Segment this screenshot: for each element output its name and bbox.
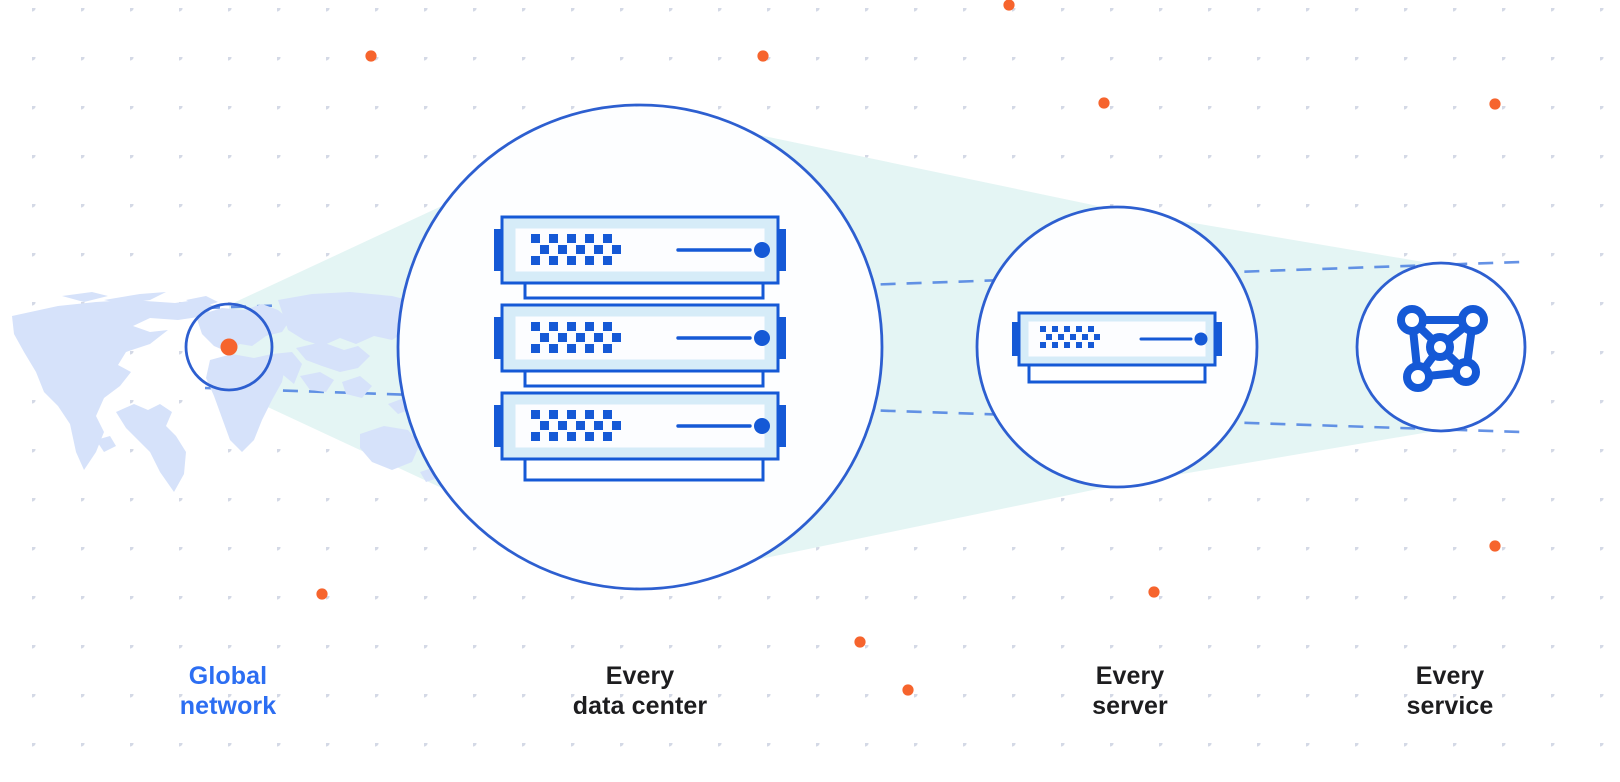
rack-unit-1 (494, 217, 786, 283)
server-rack-icon (494, 217, 786, 482)
caption-line-2: service (1406, 691, 1494, 720)
highlight-dot (1489, 540, 1501, 552)
highlight-dot (1098, 97, 1110, 109)
caption-every-data-center: Every data center (530, 662, 750, 721)
location-pin-dot (220, 338, 238, 356)
highlight-dot (1003, 0, 1015, 11)
highlight-dots (316, 0, 1501, 696)
caption-line-1: Every (1415, 662, 1485, 690)
highlight-dot (1148, 586, 1160, 598)
highlight-dot (365, 50, 377, 62)
highlight-dot (757, 50, 769, 62)
caption-line-1: Every (605, 662, 675, 690)
single-server-icon (1012, 313, 1222, 384)
highlight-dot (902, 684, 914, 696)
caption-every-service: Every service (1340, 662, 1560, 721)
network-nodes-icon (1397, 305, 1488, 392)
highlight-dot (1489, 98, 1501, 110)
caption-every-server: Every server (1020, 662, 1240, 721)
rack-unit-3 (494, 393, 786, 459)
caption-line-1: Every (1095, 662, 1165, 690)
highlight-dot (854, 636, 866, 648)
rack-unit-2 (494, 305, 786, 371)
caption-line-2: data center (572, 691, 708, 720)
world-map-icon (12, 292, 440, 492)
caption-line-2: server (1092, 691, 1168, 720)
caption-line-1: Global (188, 662, 268, 690)
caption-line-2: network (179, 691, 277, 720)
highlight-dot (316, 588, 328, 600)
global-circle (184, 302, 274, 392)
caption-global-network: Global network (118, 662, 338, 721)
